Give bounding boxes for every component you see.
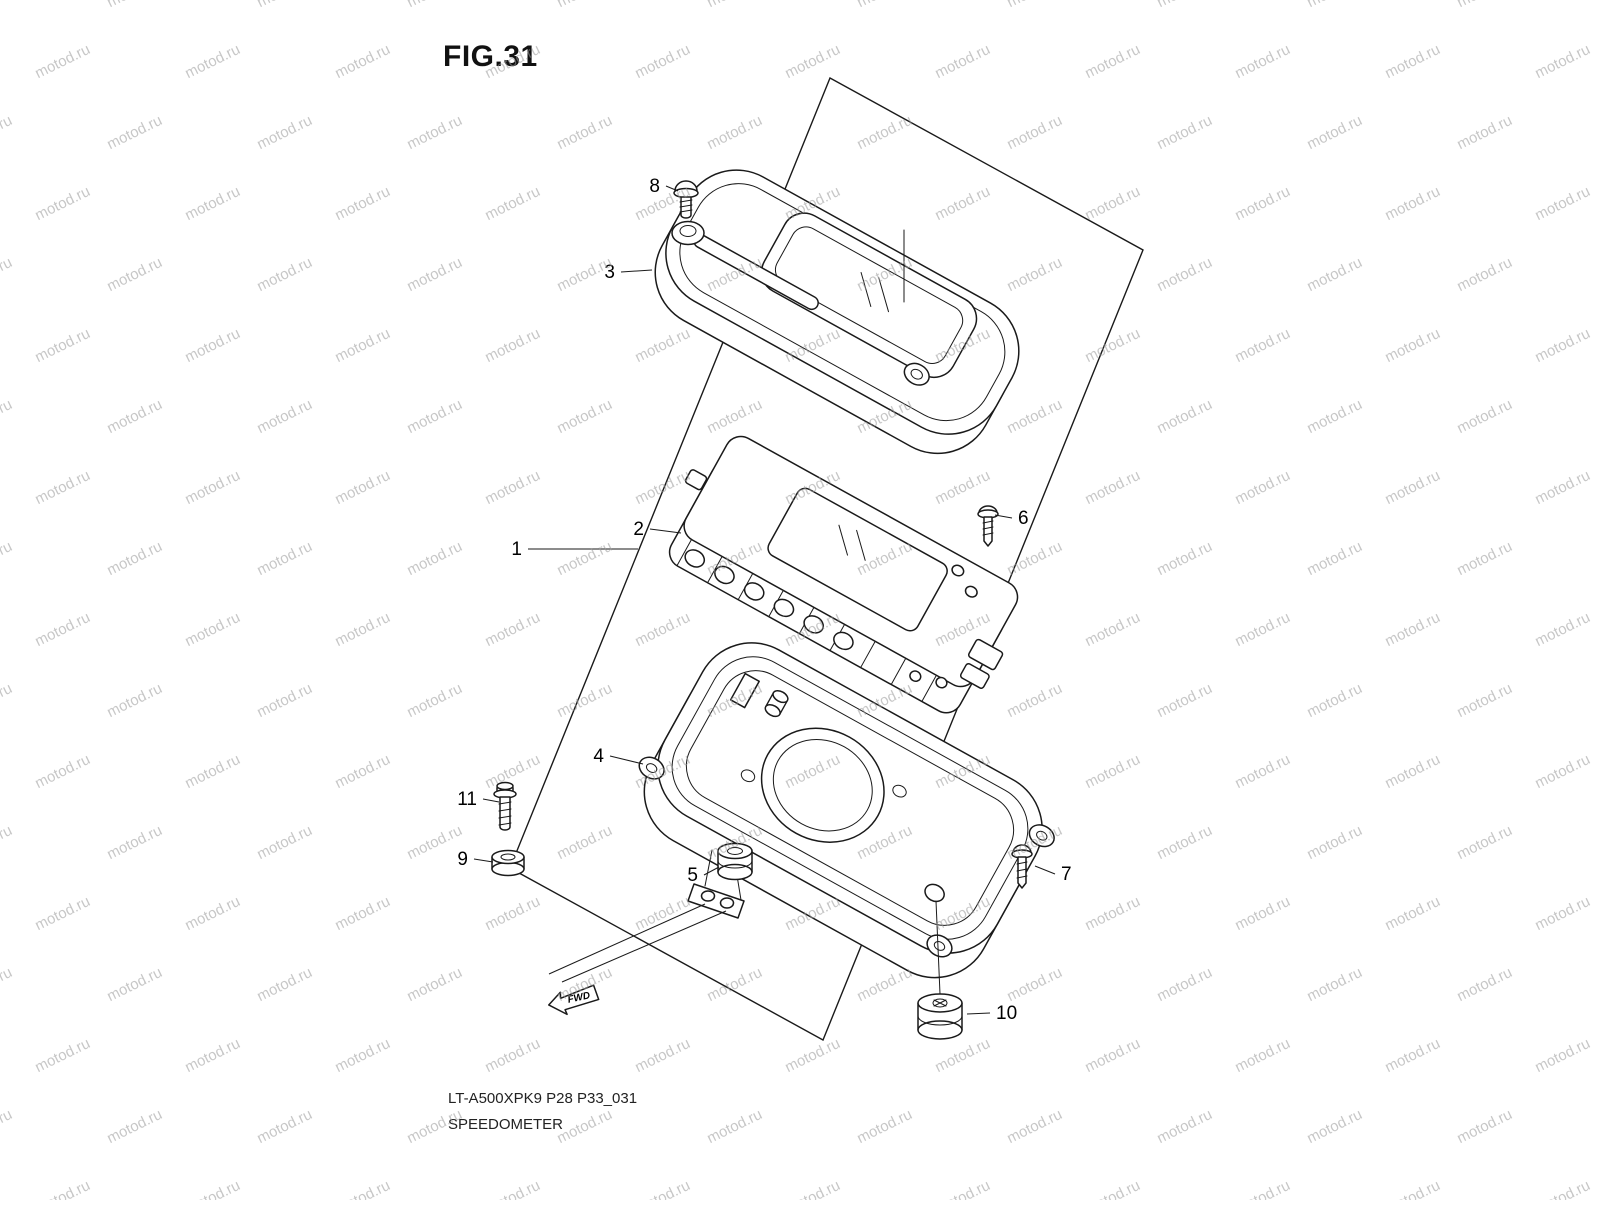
- assembly-guide-lines: [548, 903, 727, 983]
- assembly-outline-border: [509, 77, 1144, 1041]
- callout-9: 9: [457, 849, 468, 870]
- callout-3: 3: [604, 262, 615, 283]
- callout-7: 7: [1061, 864, 1072, 885]
- part-3-upper-cover: [654, 169, 1020, 455]
- part-11-bolt: [493, 781, 517, 831]
- callout-5: 5: [687, 865, 698, 886]
- callout-2: 2: [633, 519, 644, 540]
- part-2-speedometer-unit: [668, 435, 1019, 714]
- part-7-screw: [1011, 844, 1033, 889]
- callout-1: 1: [511, 539, 522, 560]
- part-5-cushion: [717, 842, 753, 881]
- footer-code: LT-A500XPK9 P28 P33_031: [448, 1090, 638, 1107]
- part-9-grommet: [491, 849, 525, 877]
- leader-lines: [473, 185, 1056, 1015]
- part-8-screw: [673, 180, 699, 219]
- callout-4: 4: [593, 746, 604, 767]
- page-footer: LT-A500XPK9 P28 P33_031 SPEEDOMETER: [448, 1086, 637, 1138]
- fwd-label: FWD: [567, 990, 592, 1005]
- callout-6: 6: [1018, 508, 1029, 529]
- part-10-cushion: [917, 900, 963, 1040]
- cover-screw-boss: [671, 220, 705, 246]
- part-6-screw: [977, 505, 999, 547]
- callout-8: 8: [649, 176, 660, 197]
- part-4-lower-housing: [638, 642, 1055, 979]
- fwd-arrow-icon: FWD: [547, 984, 600, 1016]
- callout-10: 10: [996, 1003, 1017, 1024]
- callout-11: 11: [457, 789, 477, 810]
- figure-title: FIG.31: [443, 40, 538, 73]
- footer-title: SPEEDOMETER: [448, 1116, 564, 1133]
